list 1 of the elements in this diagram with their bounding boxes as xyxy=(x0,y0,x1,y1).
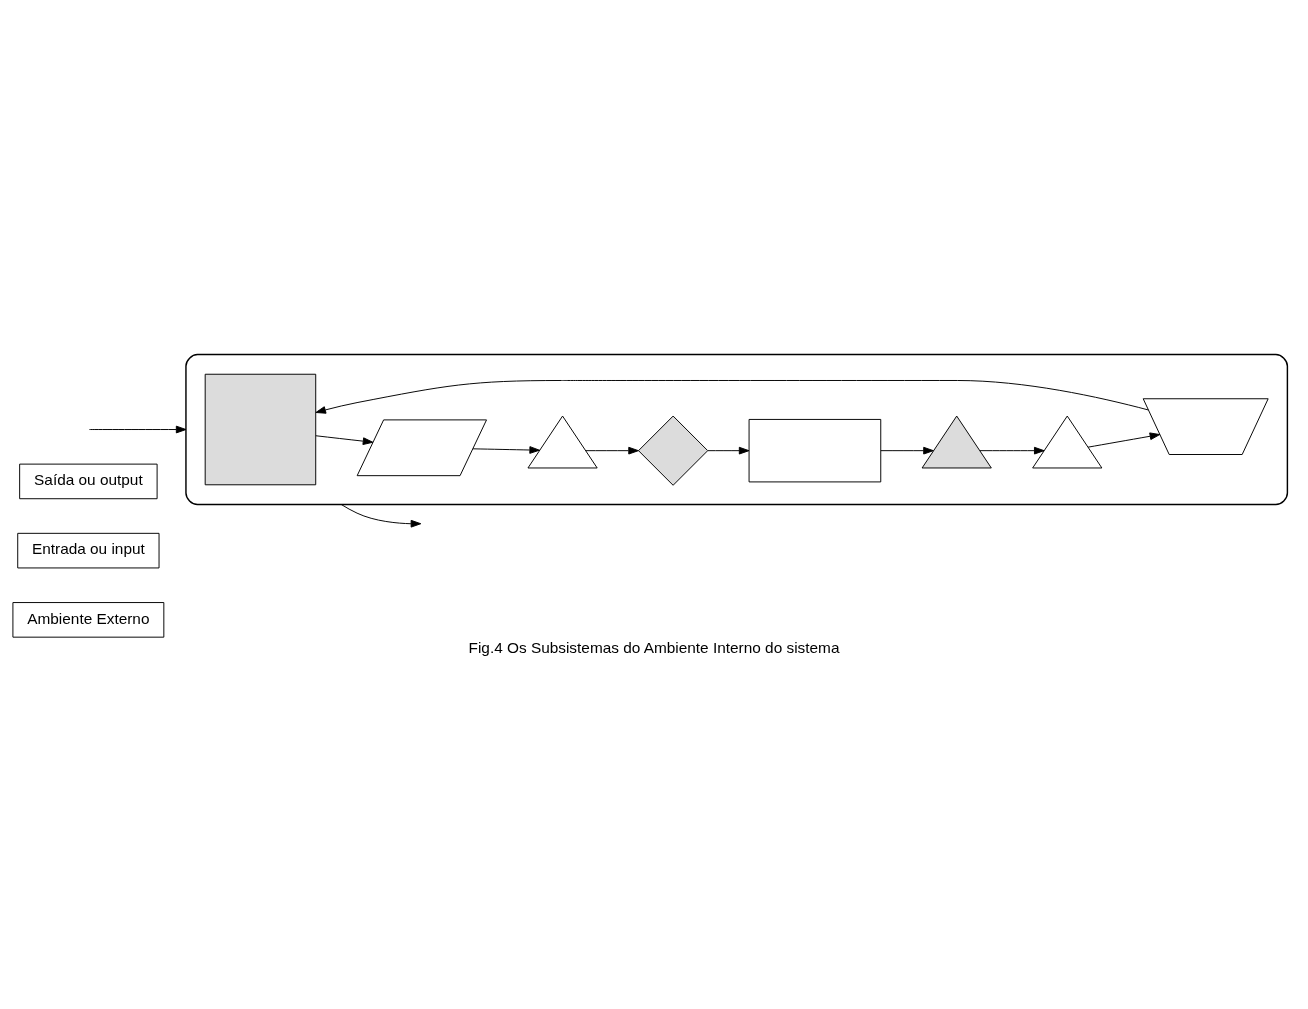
caption: Fig.4 Os Subsistemas do Ambiente Interno do sistema xyxy=(468,639,840,657)
